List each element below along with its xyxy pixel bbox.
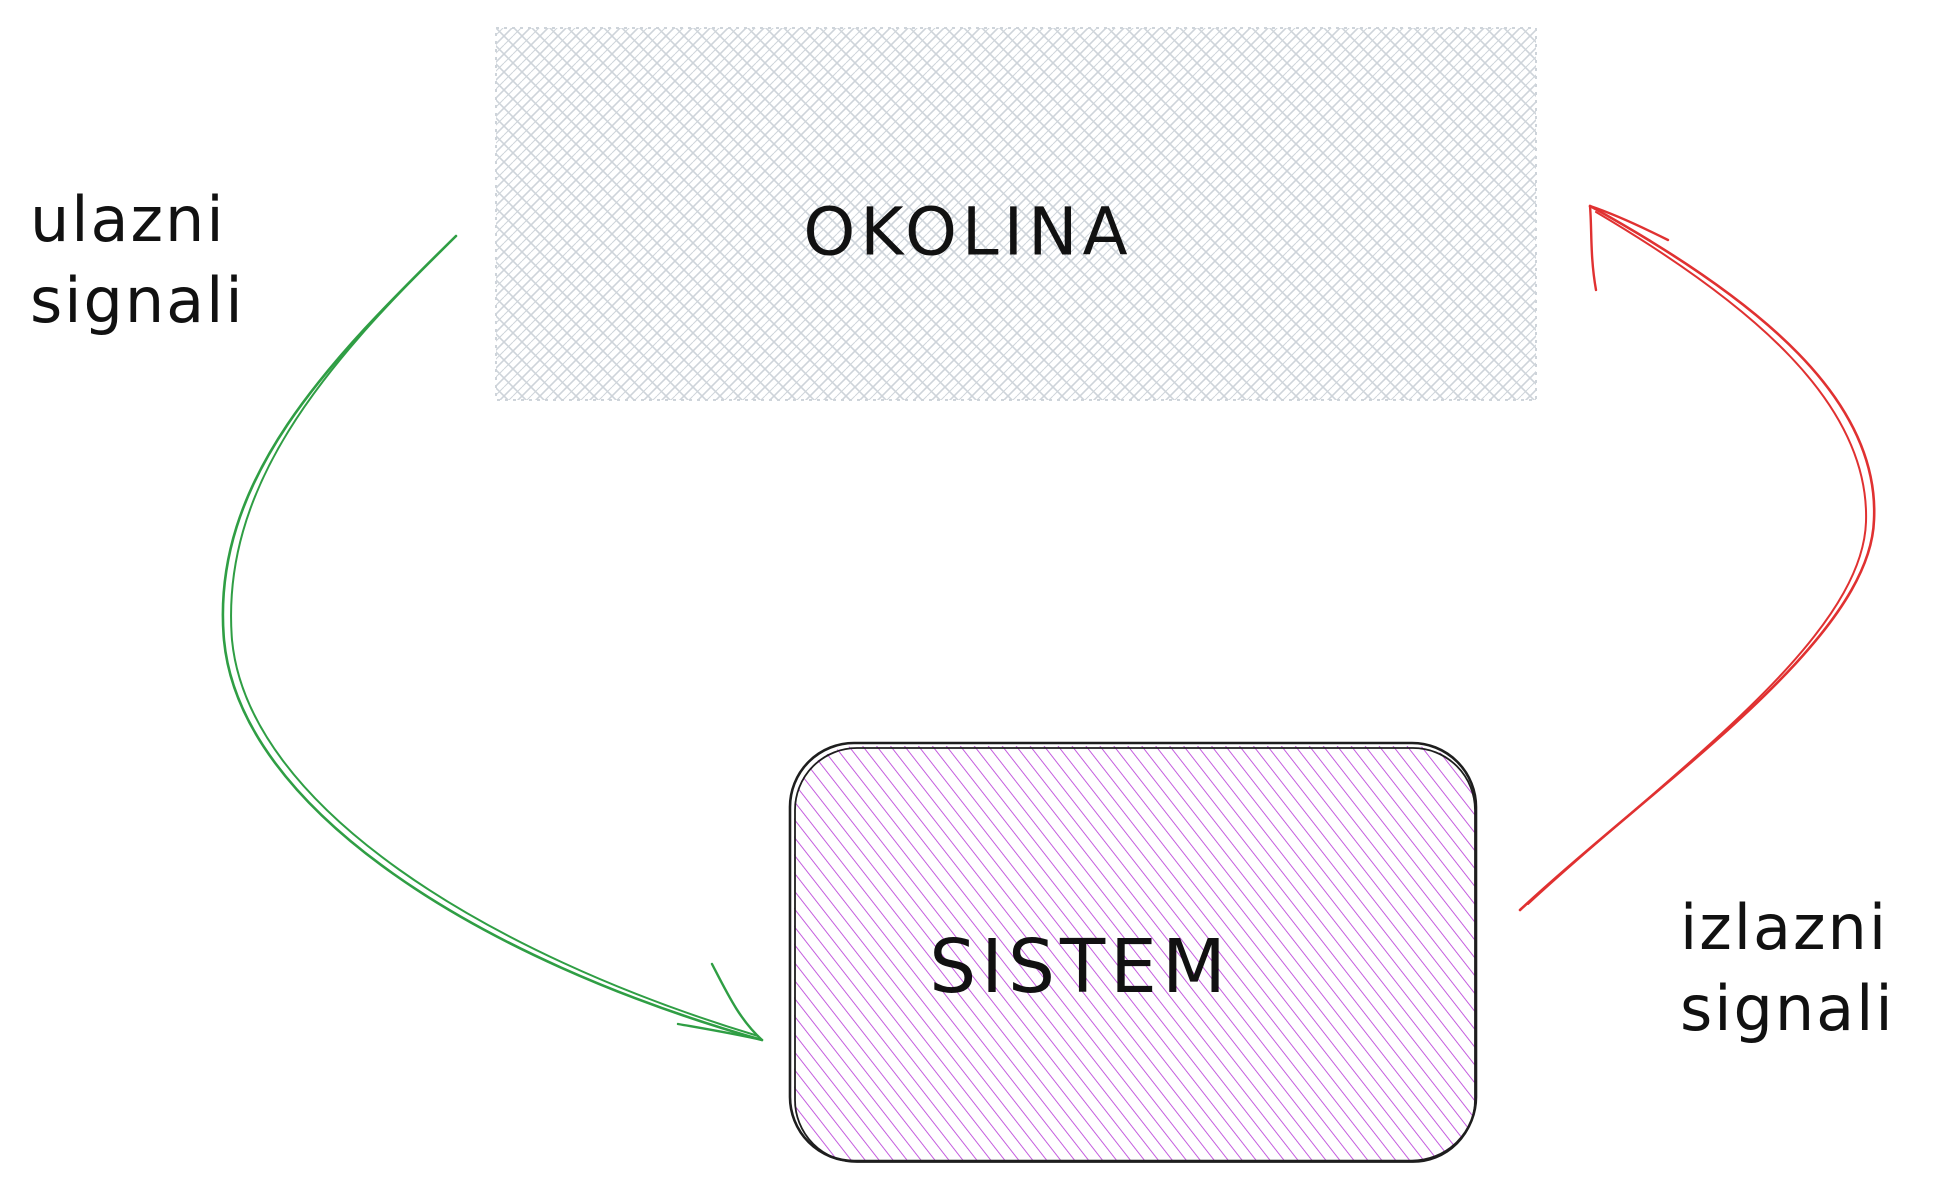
environment-box[interactable] [495,27,1537,401]
input-label-line-2: signali [30,263,245,337]
environment-label: OKOLINA [803,193,1133,271]
output-label-line-1: izlazni [1680,891,1889,964]
output-label-line-2: signali [1680,971,1895,1045]
environment-box-edge [495,27,1537,401]
input-label-line-1: ulazni [30,183,226,256]
system-box-border [788,741,1478,1163]
output-arrowhead [1588,204,1670,292]
input-arrow-line-sketch [230,243,759,1037]
system-box[interactable] [788,741,1478,1163]
output-signals-label: izlazni signali [1680,888,1895,1049]
input-signal-arrow[interactable] [221,234,764,1042]
output-arrow-line [1518,204,1876,912]
environment-box-fill [496,28,1536,400]
input-arrow-line [221,234,764,1042]
system-box-fill [794,746,1476,1162]
output-arrow-line-sketch [1527,211,1868,905]
input-signals-label: ulazni signali [30,180,245,341]
output-signal-arrow[interactable] [1518,204,1876,912]
system-label: SISTEM [929,924,1231,1010]
system-box-border-sketch [794,747,1476,1163]
input-arrowhead [676,962,764,1042]
